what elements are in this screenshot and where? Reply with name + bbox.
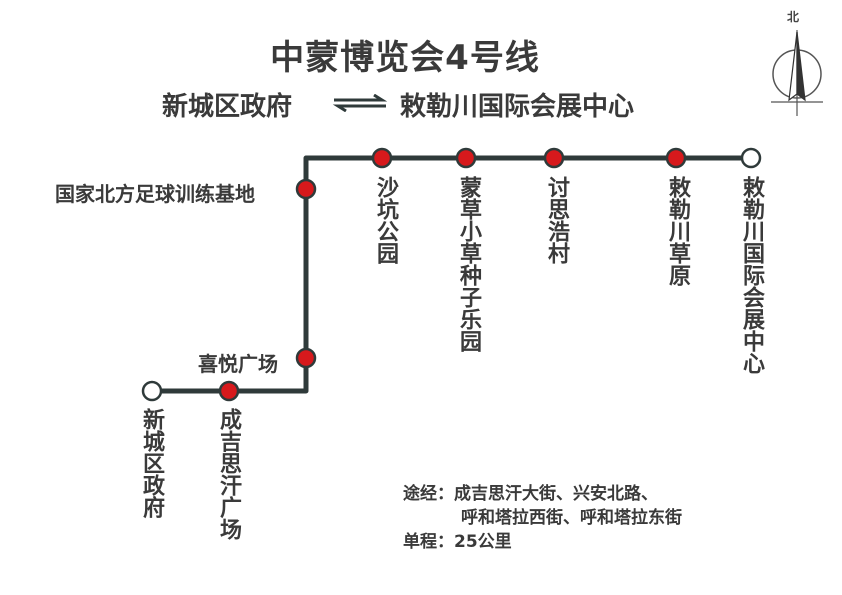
stop-label: 国家北方足球训练基地: [55, 182, 255, 206]
stop-marker: [218, 380, 240, 402]
route-info: 途经：成吉思汗大街、兴安北路、 呼和塔拉西街、呼和塔拉东街 单程：25公里: [403, 482, 682, 554]
terminal-stop-marker: [740, 147, 762, 169]
stop-label: 成吉思汗广场: [216, 408, 241, 540]
via-roads-line2: 呼和塔拉西街、呼和塔拉东街: [461, 508, 682, 528]
compass-north-label: 北: [787, 10, 800, 24]
stop-label: 讨思浩村: [544, 176, 569, 264]
north-compass-icon: [771, 30, 823, 116]
page-title: 中蒙博览会4号线: [270, 38, 540, 78]
via-label: 途经：: [403, 484, 454, 504]
stop-marker: [295, 347, 317, 369]
stop-marker: [455, 147, 477, 169]
route-destination: 敕勒川国际会展中心: [400, 92, 635, 122]
via-roads-line1: 成吉思汗大街、兴安北路、: [454, 484, 658, 504]
stop-label: 沙坑公园: [373, 176, 398, 264]
route-origin: 新城区政府: [162, 92, 293, 122]
stop-marker: [665, 147, 687, 169]
stop-label: 敕勒川国际会展中心: [739, 176, 764, 374]
distance-label: 单程：: [403, 532, 454, 552]
stop-label: 蒙草小草种子乐园: [456, 176, 481, 352]
distance-value: 25公里: [454, 532, 512, 552]
stop-label: 喜悦广场: [198, 352, 278, 376]
stop-label: 敕勒川草原: [665, 176, 690, 286]
stop-label: 新城区政府: [139, 408, 164, 518]
stop-marker: [371, 147, 393, 169]
bidirectional-arrows-icon: [332, 94, 388, 112]
terminal-stop-marker: [141, 380, 163, 402]
stop-marker: [543, 147, 565, 169]
stop-marker: [295, 178, 317, 200]
